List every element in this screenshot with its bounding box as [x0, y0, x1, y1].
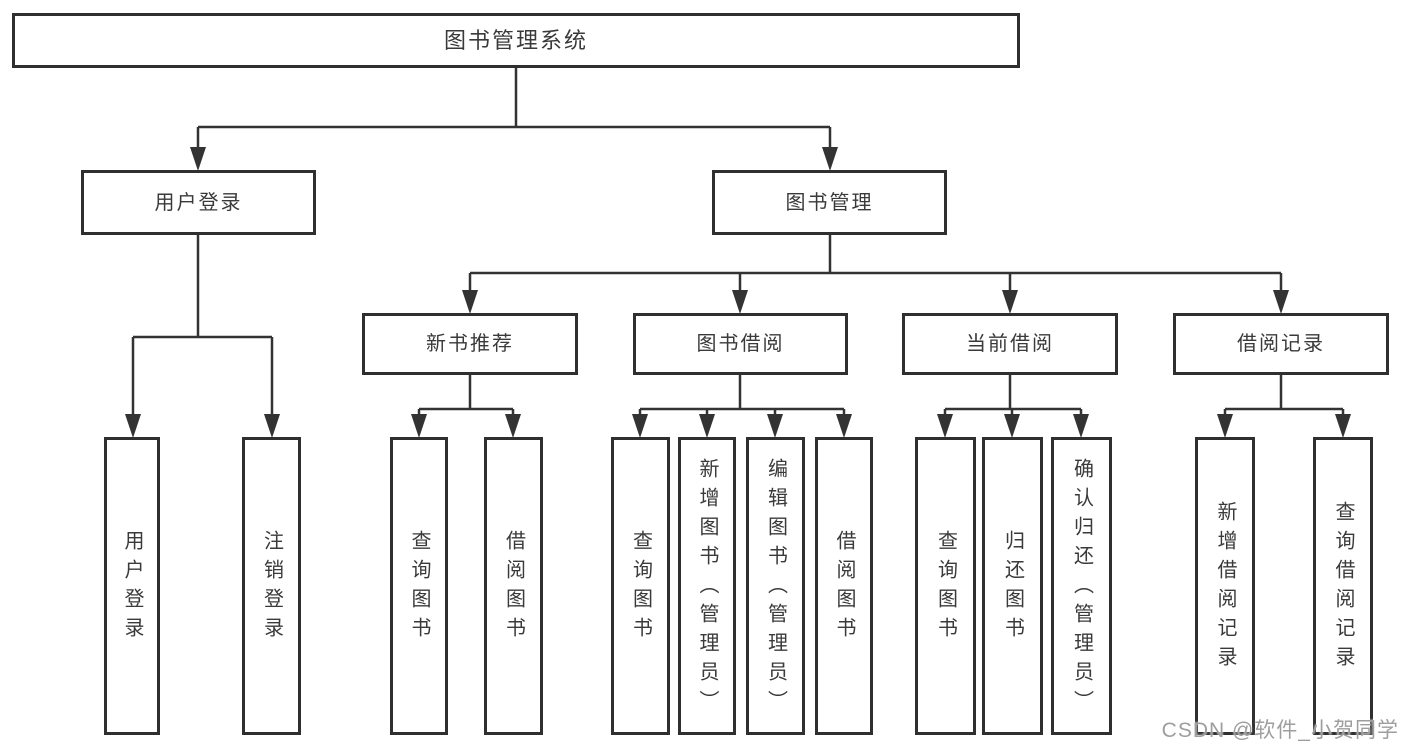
arrow-down-icon [732, 290, 748, 314]
arrow-down-icon [1004, 414, 1020, 438]
arrow-down-icon [937, 414, 953, 438]
connector-root-to-level2 [190, 68, 838, 171]
leaf-user-login: 用户登录 [104, 437, 160, 735]
arrow-down-icon [264, 414, 280, 438]
node-book-borrow: 图书借阅 [633, 313, 848, 375]
arrow-down-icon [1217, 414, 1233, 438]
node-user-login: 用户登录 [81, 170, 316, 235]
arrow-down-icon [190, 147, 206, 171]
node-borrow-record: 借阅记录 [1173, 313, 1389, 375]
leaf-query-book-borrow: 查询图书 [611, 437, 670, 735]
arrow-down-icon [1273, 290, 1289, 314]
node-book-management: 图书管理 [712, 170, 947, 235]
leaf-edit-book-admin: 编辑图书（管理员） [746, 437, 805, 735]
leaf-borrow-book-recommend: 借阅图书 [484, 437, 543, 735]
arrow-down-icon [505, 414, 521, 438]
connector-book-borrow-branch [632, 375, 852, 438]
arrow-down-icon [632, 414, 648, 438]
arrow-down-icon [1073, 414, 1089, 438]
leaf-logout: 注销登录 [242, 437, 301, 735]
arrow-down-icon [836, 414, 852, 438]
leaf-return-book: 归还图书 [982, 437, 1043, 735]
node-new-book-recommend: 新书推荐 [362, 313, 578, 375]
arrow-down-icon [1002, 290, 1018, 314]
leaf-confirm-return-admin: 确认归还（管理员） [1051, 437, 1112, 735]
leaf-query-book-current: 查询图书 [915, 437, 976, 735]
leaf-borrow-book: 借阅图书 [815, 437, 873, 735]
arrow-down-icon [462, 290, 478, 314]
connector-new-book-branch [411, 375, 521, 438]
arrow-down-icon [1335, 414, 1351, 438]
leaf-add-book-admin: 新增图书（管理员） [678, 437, 736, 735]
leaf-query-book-recommend: 查询图书 [390, 437, 448, 735]
leaf-query-borrow-record: 查询借阅记录 [1313, 437, 1373, 735]
connector-borrow-record-branch [1217, 375, 1351, 438]
leaf-add-borrow-record: 新增借阅记录 [1195, 437, 1255, 735]
arrow-down-icon [699, 414, 715, 438]
arrow-down-icon [822, 147, 838, 171]
node-current-borrow: 当前借阅 [902, 313, 1118, 375]
arrow-down-icon [767, 414, 783, 438]
csdn-watermark: CSDN @软件_小贺同学 [1161, 719, 1399, 742]
connector-current-borrow-branch [937, 375, 1089, 438]
connector-user-login-branch [125, 235, 280, 438]
node-root-library-system: 图书管理系统 [12, 13, 1020, 68]
arrow-down-icon [125, 414, 141, 438]
connector-book-management-branch [462, 235, 1289, 314]
arrow-down-icon [411, 414, 427, 438]
